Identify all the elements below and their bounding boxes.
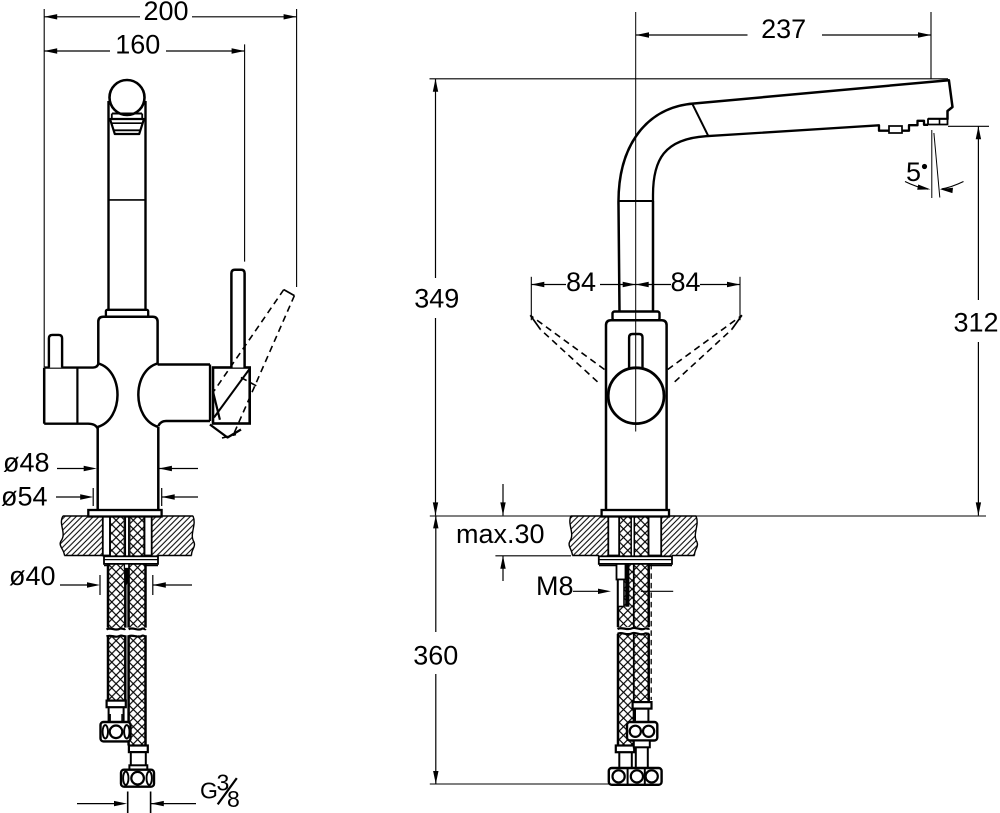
svg-text:5: 5 <box>906 157 921 187</box>
svg-text:3: 3 <box>217 770 230 796</box>
svg-text:ø40: ø40 <box>9 561 56 591</box>
svg-text:84: 84 <box>566 267 596 297</box>
svg-text:ø48: ø48 <box>3 448 50 478</box>
svg-text:160: 160 <box>115 30 160 60</box>
svg-text:360: 360 <box>413 641 458 671</box>
svg-text:G: G <box>200 778 218 804</box>
svg-text:200: 200 <box>143 0 188 26</box>
svg-text:max.30: max.30 <box>456 519 545 549</box>
svg-text:8: 8 <box>227 786 240 812</box>
svg-text:84: 84 <box>670 267 700 297</box>
svg-text:ø54: ø54 <box>1 482 48 512</box>
svg-text:312: 312 <box>953 308 998 338</box>
svg-text:M8: M8 <box>536 571 574 601</box>
svg-text:237: 237 <box>761 14 806 44</box>
svg-text:349: 349 <box>414 284 459 314</box>
